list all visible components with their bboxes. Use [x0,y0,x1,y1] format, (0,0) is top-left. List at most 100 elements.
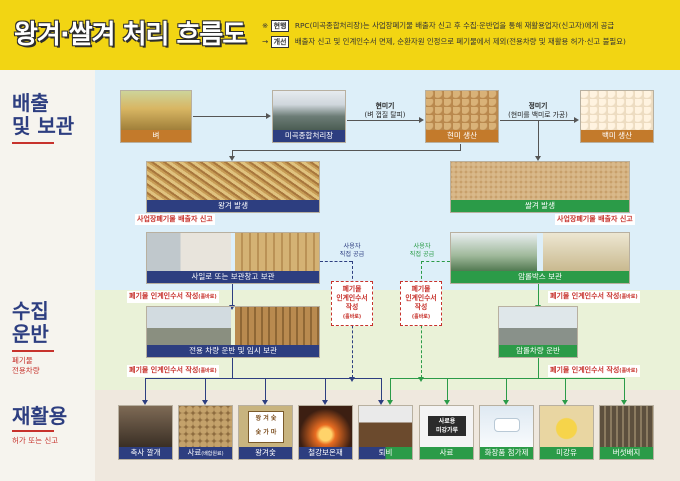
note-improved: → 개선 배출자 신고 및 인계인수서 면제, 순환자원 인정으로 폐기물에서 … [262,36,626,48]
husk-handover-1-text: 폐기물 인계인수서 작성 [129,292,199,300]
line-to-husk [232,150,461,151]
husk-handover-1: 폐기물 인계인수서 작성(흘바로) [127,291,219,303]
note-current-tag: 현행 [270,20,290,32]
card-bran-generate-label: 쌀겨 발생 [451,200,629,212]
process-huller-title: 현미기 [375,102,395,110]
note-current-text: RPC(미곡종합처리장)는 사업장폐기물 배출자 신고 후 수집·운반업을 통해… [294,21,615,30]
line-bran-direct [421,261,450,262]
arrow-bran-direct-head [418,377,424,382]
card-white-rice: 백미 생산 [580,90,654,143]
husk-direct-supply-line1: 사용자 [343,243,361,250]
recycle-feed-bag: 사료용 미강가루 사료 [419,405,474,460]
card-brown-rice: 현미 생산 [425,90,499,143]
card-husk-generate: 왕겨 발생 [146,161,320,213]
section-collect-title-line1: 수집 [12,299,49,323]
section-collect-title-line2: 운반 [12,322,49,346]
arrow-rpc-to-brown-head [419,117,424,123]
section-recycle-title: 재활용 [12,404,68,428]
steel-insulation-icon [299,406,352,447]
recycle-husk-charcoal: 왕 겨 숯 숯 가 마 왕겨숯 [238,405,293,460]
rolloff-truck-image [499,307,577,345]
card-husk-transport: 전용 차량 운반 및 임시 보관 [146,306,320,358]
drop-bran-5 [624,378,625,401]
section-discharge-title-line2: 및 보관 [12,114,75,138]
line-bran-storage-down [538,284,539,306]
bran-handover-2-text: 폐기물 인계인수서 작성 [550,366,620,374]
husk-direct-note-line3: 작성 [345,303,359,311]
card-bran-storage: 암롤박스 보관 [450,232,630,284]
card-bran-transport-label: 암롤차량 운반 [499,345,577,357]
section-recycle-sub: 허가 또는 신고 [12,436,59,445]
drop-husk-2 [205,378,206,401]
recycle-feed-mix-caption: 사료(배합원료) [179,447,232,459]
card-rpc-label: 미곡종합처리장 [273,130,345,142]
brown-rice-image [426,91,498,130]
arrow-rice-to-rpc-head [266,113,271,119]
charcoal-bag-print-line1: 왕 겨 숯 [255,415,277,422]
drop-husk-3 [265,378,266,401]
arrow-to-bran-head [535,156,541,161]
bran-image [451,162,629,200]
section-collect-sub-line1: 폐기물 [12,356,33,365]
arrow-to-husk-head [229,156,235,161]
page-title: 왕겨·쌀겨 처리 흐름도 [14,20,246,50]
arrow-rice-to-rpc [193,116,266,117]
arrow-husk-direct-head [349,377,355,382]
card-brown-rice-label: 현미 생산 [426,130,498,142]
arrow-bran-2 [444,400,450,405]
recycle-feed-mix-sub: (배합원료) [201,451,224,457]
note-improved-mark: → [262,37,269,46]
husk-handover-2: 폐기물 인계인수서 작성(흘바로) [127,365,219,377]
recycle-bran-oil-label: 미강유 [540,447,593,459]
recycle-mushroom-medium-label: 버섯배지 [600,447,653,459]
arrow-bran-3 [503,400,509,405]
arrow-husk-3 [262,400,268,405]
cosmetics-icon [480,406,533,447]
husk-handover-2-text: 폐기물 인계인수서 작성 [129,366,199,374]
charcoal-bag-print-line2: 숯 가 마 [255,429,277,436]
section-collect-underline [12,350,54,352]
recycle-steel-insulation: 철강보온재 [298,405,353,460]
recycle-feed-bag-label: 사료 [420,447,473,459]
section-label-column [0,70,95,481]
warehouse-image [235,233,319,271]
arrow-husk-storage-head [229,305,235,310]
bran-handover-2-stamp: (흘바로) [619,368,638,374]
bran-handover-2: 폐기물 인계인수서 작성(흘바로) [548,365,640,377]
arrow-husk-1 [142,400,148,405]
section-discharge-title: 배출 및 보관 [12,92,74,138]
bran-handover-1-stamp: (흘바로) [619,294,638,300]
arrow-rpc-to-brown [347,120,419,121]
card-rice: 벼 [120,90,192,143]
drop-bran-1 [390,378,391,401]
bran-direct-supply-line1: 사용자 [413,243,431,250]
line-bran-distribution [390,378,624,379]
drop-husk-5 [381,378,382,401]
husk-direct-note-line2: 인계인수서 [336,294,368,302]
recycle-compost-label: 퇴비 [359,447,412,459]
card-husk-generate-label: 왕겨 발생 [147,200,319,212]
process-polisher: 정미기 (현미를 백미로 가공) [508,102,568,120]
drop-bran-3 [506,378,507,401]
dedicated-truck-image [147,307,231,345]
section-collect-sub: 폐기물 전용차량 [12,356,40,376]
rice-bran-oil-icon [540,406,593,447]
husk-image [147,162,319,200]
note-current: ※ 현행 RPC(미곡종합처리장)는 사업장폐기물 배출자 신고 후 수집·운반… [262,20,614,32]
line-to-bran [538,120,539,157]
recycle-compost: 퇴비 [358,405,413,460]
process-polisher-title: 정미기 [528,102,548,110]
feed-bag-print: 사료용 미강가루 [428,416,466,436]
husk-handover-1-stamp: (흘바로) [198,294,217,300]
header-banner: 왕겨·쌀겨 처리 흐름도 ※ 현행 RPC(미곡종합처리장)는 사업장폐기물 배… [0,0,680,70]
temp-storage-image [235,307,319,345]
line-husk-drop [232,150,233,157]
feed-bag-icon: 사료용 미강가루 [420,406,473,447]
rpc-plant-image [273,91,345,130]
arrow-bran-4 [562,400,568,405]
husk-direct-note-line1: 폐기물 [342,285,362,293]
recycle-husk-charcoal-label: 왕겨숯 [239,447,292,459]
compost-icon [359,406,412,447]
arrow-brown-to-white-head [574,117,579,123]
recycle-feed-mix: 사료(배합원료) [178,405,233,460]
